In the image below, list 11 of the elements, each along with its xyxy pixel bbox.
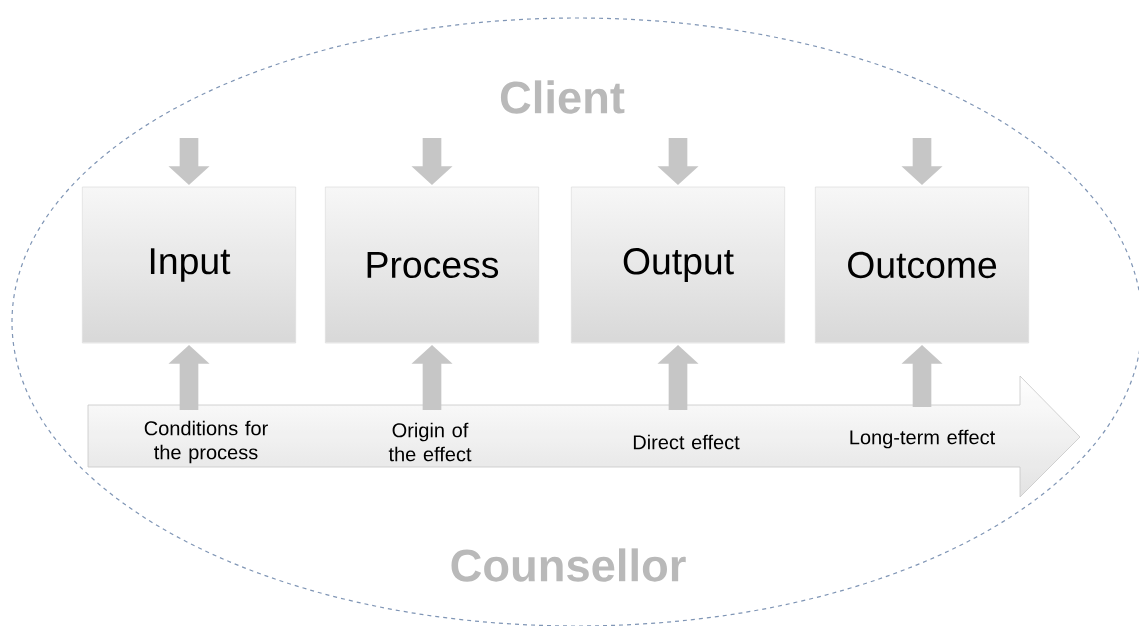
stage-label: Long-term effect: [850, 429, 996, 449]
stage-label: Conditions for the process: [144, 420, 268, 464]
group-title: Client: [500, 80, 625, 114]
process-box: Input: [82, 186, 296, 344]
stage-label: Origin of the effect: [388, 422, 472, 462]
process-box: Process: [325, 186, 539, 344]
group-title: Counsellor: [451, 548, 686, 582]
stage-label: Direct effect: [633, 434, 740, 450]
process-box: Output: [571, 186, 785, 344]
big-arrow: [87, 375, 1081, 498]
process-box: Outcome: [815, 186, 1029, 344]
